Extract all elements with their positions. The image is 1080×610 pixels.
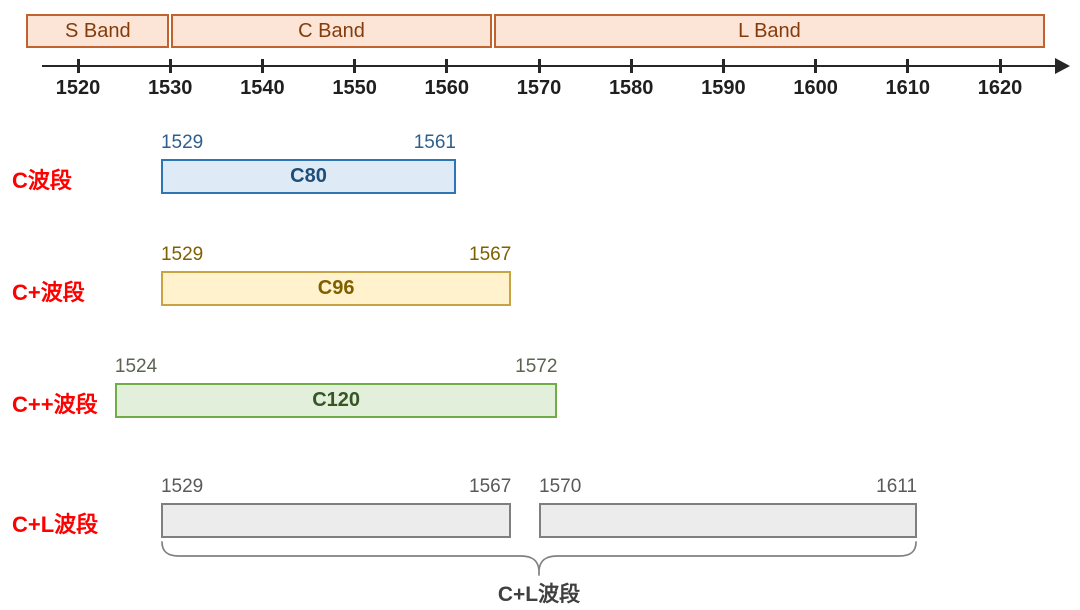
- underbrace-icon: [161, 541, 917, 576]
- axis-tick-label: 1570: [516, 77, 562, 99]
- axis-tick: [445, 59, 449, 73]
- axis-tick: [721, 59, 725, 73]
- band-s: S Band: [26, 14, 170, 48]
- range-start-label: 1529: [160, 132, 204, 153]
- underbrace-path: [161, 541, 917, 576]
- range-end-label: 1611: [876, 476, 918, 497]
- axis-tick: [906, 59, 910, 73]
- axis-tick-label: 1550: [332, 77, 377, 99]
- band-label: L Band: [738, 19, 801, 42]
- range-box-c120: C120: [114, 383, 558, 418]
- axis-tick: [168, 59, 172, 73]
- axis-tick: [537, 59, 541, 73]
- axis-tick-label: 1560: [424, 77, 470, 99]
- axis-tick: [76, 59, 80, 73]
- row-label: C++波段: [12, 392, 98, 417]
- range-start-label: 1529: [160, 476, 204, 497]
- axis-tick-label: 1520: [55, 77, 101, 99]
- row-label: C波段: [12, 168, 72, 193]
- brace-label: C+L波段: [497, 583, 581, 606]
- range-box: [539, 503, 918, 538]
- range-end-label: 1561: [413, 132, 457, 153]
- axis-tick-label: 1580: [608, 77, 654, 99]
- axis-tick-label: 1530: [147, 77, 193, 99]
- axis-tick: [629, 59, 633, 73]
- axis-tick-label: 1620: [977, 77, 1023, 99]
- range-end-label: 1572: [515, 356, 558, 377]
- band-label: C Band: [298, 19, 365, 42]
- range-box-name: C96: [317, 277, 355, 299]
- band-l: L Band: [493, 14, 1046, 48]
- range-box-name: C80: [290, 165, 327, 187]
- range-start-label: 1524: [114, 356, 158, 377]
- axis-line: [42, 65, 1056, 67]
- range-end-label: 1567: [469, 476, 512, 497]
- axis-tick: [353, 59, 357, 73]
- range-box-c96: C96: [160, 271, 512, 306]
- axis-arrow-icon: [1055, 58, 1070, 74]
- range-end-label: 1567: [469, 244, 512, 265]
- axis-tick: [998, 59, 1002, 73]
- range-start-label: 1529: [160, 244, 204, 265]
- row-label: C+L波段: [12, 512, 99, 537]
- range-box: [160, 503, 512, 538]
- range-box-c80: C80: [160, 159, 456, 194]
- axis-tick: [260, 59, 264, 73]
- range-start-label: 1570: [539, 476, 582, 497]
- axis-tick-label: 1600: [793, 77, 838, 99]
- axis-tick: [814, 59, 818, 73]
- band-c: C Band: [171, 14, 492, 48]
- band-label: S Band: [65, 19, 131, 42]
- axis-tick-label: 1540: [240, 77, 285, 99]
- axis-tick-label: 1610: [885, 77, 931, 99]
- row-label: C+波段: [12, 280, 85, 305]
- axis-tick-label: 1590: [701, 77, 746, 99]
- range-box-name: C120: [312, 389, 361, 411]
